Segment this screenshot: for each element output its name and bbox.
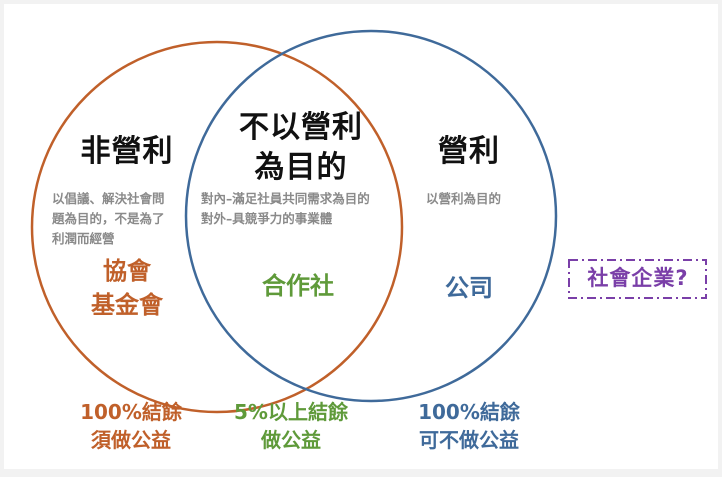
cooperative-surplus-line1: 5%以上結餘: [234, 400, 348, 424]
example-association: 協會: [103, 257, 151, 285]
for-profit-heading: 營利: [438, 134, 500, 169]
non-profit-description-line1: 以倡議、解決社會問: [52, 191, 165, 206]
cooperative-surplus-line2: 做公益: [261, 428, 321, 452]
diagram-canvas: 非營利 不以營利 為目的 營利 以倡議、解決社會問 題為目的，不是為了 利潤而經…: [4, 4, 718, 469]
cooperative-description: 對內–滿足社員共同需求為目的 對外–具競爭力的事業體: [201, 189, 406, 229]
not-for-profit-heading-line2: 為目的: [254, 150, 348, 185]
example-cooperative: 合作社: [262, 272, 334, 300]
not-for-profit-heading: 不以營利 為目的: [216, 108, 386, 188]
not-for-profit-heading-line1: 不以營利: [239, 110, 363, 145]
cooperative-description-line2: 對外–具競爭力的事業體: [201, 211, 333, 226]
for-profit-description: 以營利為目的: [426, 191, 502, 206]
non-profit-description-line3: 利潤而經營: [52, 231, 115, 246]
non-profit-surplus-note: 100%結餘 須做公益: [56, 398, 206, 454]
non-profit-examples: 協會 基金會: [64, 254, 190, 322]
non-profit-heading: 非營利: [80, 134, 174, 169]
example-company: 公司: [445, 274, 493, 302]
non-profit-surplus-line1: 100%結餘: [80, 400, 182, 424]
non-profit-description: 以倡議、解決社會問 題為目的，不是為了 利潤而經營: [52, 189, 202, 249]
venn-diagram: [30, 29, 707, 414]
for-profit-surplus-line1: 100%結餘: [418, 400, 520, 424]
non-profit-description-line2: 題為目的，不是為了: [52, 211, 165, 226]
example-foundation: 基金會: [91, 291, 163, 319]
for-profit-surplus-note: 100%結餘 可不做公益: [394, 398, 544, 454]
for-profit-surplus-line2: 可不做公益: [419, 428, 519, 452]
social-enterprise-label: 社會企業?: [587, 266, 689, 290]
social-enterprise-label-box: 社會企業?: [568, 258, 708, 298]
cooperative-surplus-note: 5%以上結餘 做公益: [211, 398, 371, 454]
non-profit-surplus-line2: 須做公益: [91, 428, 171, 452]
cooperative-description-line1: 對內–滿足社員共同需求為目的: [201, 191, 370, 206]
non-profit-circle: [30, 40, 404, 414]
for-profit-circle: [184, 29, 558, 403]
social-enterprise-box: [568, 259, 707, 299]
